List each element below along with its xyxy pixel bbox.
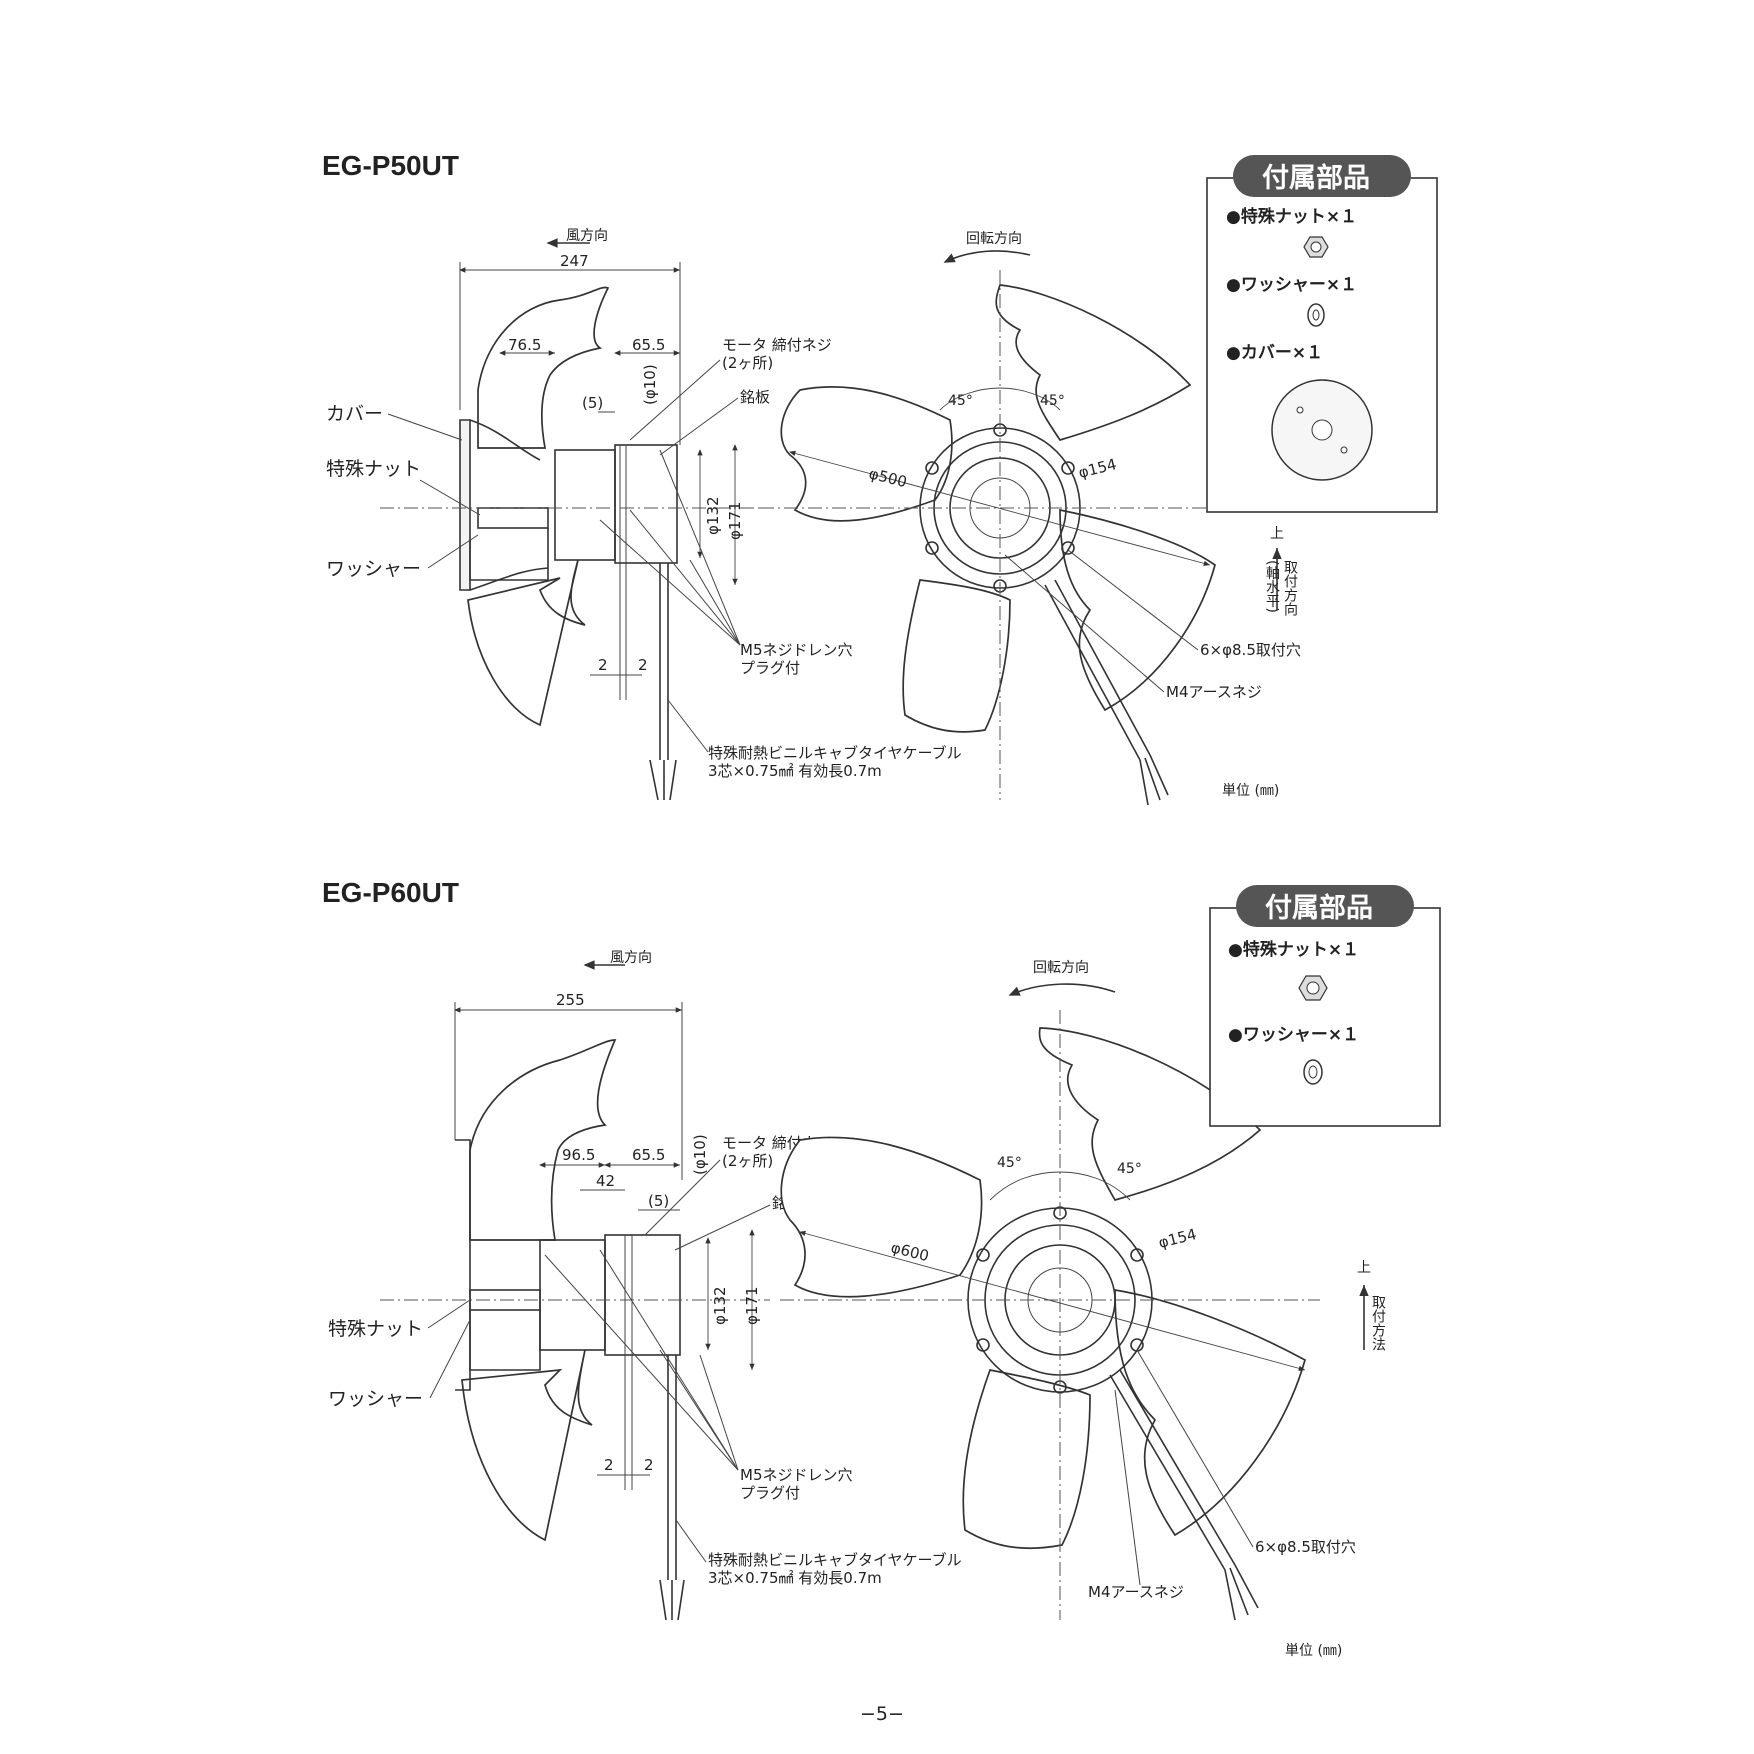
washer-label: ワッシャー: [328, 1388, 423, 1410]
fan-blade-left: [780, 1136, 983, 1298]
section-eg-p50ut: EG-P50UT 風方向 247: [322, 150, 1438, 806]
rotation-arrow: [1008, 983, 1116, 996]
side-view: 風方向 247 76.5 65.5: [326, 228, 962, 801]
model-title: EG-P60UT: [322, 877, 459, 908]
motor-screw-label: モータ 締付ネジ: [722, 336, 832, 354]
accessories-box: 付属部品 ●特殊ナット×１ ●ワッシャー×１: [1209, 885, 1441, 1127]
dim-2a: 2: [598, 656, 608, 674]
accessories-title-pill: [1233, 155, 1411, 197]
cable-label-2: 3芯×0.75㎟ 有効長0.7m: [708, 762, 882, 780]
dim-overall: 247: [560, 252, 589, 270]
cable-label-1: 特殊耐熱ビニルキャブタイヤケーブル: [708, 744, 962, 762]
fan-blade-bottom: [902, 579, 1011, 733]
accessories-title: 付属部品: [1265, 892, 1373, 924]
dim-2b: 2: [638, 656, 648, 674]
cable-label-1: 特殊耐熱ビニルキャブタイヤケーブル: [708, 1551, 962, 1569]
mount-method-label: 取付方法: [1370, 1295, 1386, 1351]
washer-label: ワッシャー: [326, 558, 421, 580]
fan-blade-left: [780, 386, 953, 522]
dim-b: 65.5: [632, 336, 665, 354]
drain-plug-label: プラグ付: [740, 1484, 800, 1502]
mount-holes-label: 6×φ8.5取付穴: [1255, 1538, 1356, 1556]
mount-direction-note: (軸水平): [1264, 560, 1280, 613]
nameplate-label: 銘板: [740, 388, 770, 406]
blade-lower: [461, 1349, 593, 1542]
fan-blade-right: [1114, 1288, 1307, 1537]
special-nut-label: 特殊ナット: [328, 1318, 423, 1340]
nut-block: [477, 507, 549, 529]
special-nut-label: 特殊ナット: [326, 458, 421, 480]
hub: [554, 449, 616, 561]
angle-right: 45°: [1040, 393, 1065, 409]
rotation-arrow: [943, 250, 1031, 263]
blade-upper: [469, 1039, 617, 1241]
cover-label: カバー: [326, 403, 383, 425]
hub: [539, 1239, 606, 1351]
wind-direction-label: 風方向: [566, 228, 608, 244]
blade-upper: [477, 286, 610, 449]
dim-a: 96.5: [562, 1146, 595, 1164]
motor-body: [614, 444, 678, 564]
motor-screw-count: (2ヶ所): [722, 354, 773, 372]
fan-blade-top: [995, 284, 1192, 441]
fan-blade-right: [1059, 508, 1216, 712]
accessories-title: 付属部品: [1262, 162, 1370, 194]
dim-overall: 255: [556, 991, 585, 1009]
motor-body: [604, 1234, 681, 1356]
mount-direction-label: 取付方向: [1282, 560, 1298, 616]
dim-b: 65.5: [632, 1146, 665, 1164]
accessory-item: ●特殊ナット×１: [1228, 939, 1359, 960]
dim-42: 42: [596, 1172, 615, 1190]
unit-label: 単位 (㎜): [1222, 783, 1279, 799]
accessories-box: 付属部品 ●特殊ナット×１ ●ワッシャー×１ ●カバー×１: [1206, 155, 1438, 513]
fan-blade-top: [1038, 1027, 1262, 1201]
angle-right: 45°: [1117, 1161, 1142, 1177]
unit-label: 単位 (㎜): [1285, 1643, 1342, 1659]
front-view: 回転方向 45° 45° φ50: [760, 231, 1301, 806]
accessory-item: ●ワッシャー×１: [1228, 1025, 1359, 1045]
section-eg-p60ut: EG-P60UT 風方向 255 96.5 65.5 42: [322, 877, 1441, 1659]
up-label: 上: [1357, 1260, 1371, 1276]
dim-phi10: (φ10): [641, 364, 659, 405]
earth-screw-label: M4アースネジ: [1166, 683, 1262, 701]
fan-blade-bottom: [962, 1369, 1091, 1550]
mount-holes-label: 6×φ8.5取付穴: [1200, 641, 1301, 659]
cable-label-2: 3芯×0.75㎟ 有効長0.7m: [708, 1569, 882, 1587]
motor-screw-count: (2ヶ所): [722, 1152, 773, 1170]
dim-a: 76.5: [508, 336, 541, 354]
rotation-label: 回転方向: [1033, 960, 1089, 976]
drain-plug-label: プラグ付: [740, 659, 800, 677]
dim-132: φ132: [704, 496, 722, 535]
side-view: 風方向 255 96.5 65.5 42 (5) (φ10): [328, 950, 962, 1621]
rotation-label: 回転方向: [966, 231, 1022, 247]
hub-diameter: φ154: [1077, 455, 1119, 482]
accessory-item: ●特殊ナット×１: [1226, 206, 1357, 227]
dim-2b: 2: [644, 1456, 654, 1474]
cover: [459, 419, 471, 591]
drain-label: M5ネジドレン穴: [740, 641, 853, 659]
dim-c: (5): [582, 394, 603, 412]
hub-diameter: φ154: [1157, 1225, 1199, 1252]
dim-2a: 2: [604, 1456, 614, 1474]
dim-c: (5): [648, 1192, 669, 1210]
dim-171: φ171: [743, 1286, 761, 1325]
wind-direction-label: 風方向: [610, 950, 652, 966]
dim-132: φ132: [711, 1286, 729, 1325]
page-number: −5−: [860, 1703, 904, 1725]
accessories-title-pill: [1236, 885, 1414, 927]
up-label: 上: [1270, 526, 1284, 542]
dim-171: φ171: [726, 501, 744, 540]
angle-left: 45°: [997, 1155, 1022, 1171]
blade-lower: [467, 559, 586, 727]
model-title: EG-P50UT: [322, 150, 459, 181]
dim-phi10: (φ10): [691, 1134, 709, 1175]
front-view: 回転方向 45° 45° φ600 φ154 6×φ8.5取: [780, 960, 1386, 1659]
accessory-item: ●カバー×１: [1226, 343, 1323, 363]
drain-label: M5ネジドレン穴: [740, 1466, 853, 1484]
earth-screw-label: M4アースネジ: [1088, 1583, 1184, 1601]
accessory-item: ●ワッシャー×１: [1226, 275, 1357, 295]
angle-left: 45°: [948, 393, 973, 409]
